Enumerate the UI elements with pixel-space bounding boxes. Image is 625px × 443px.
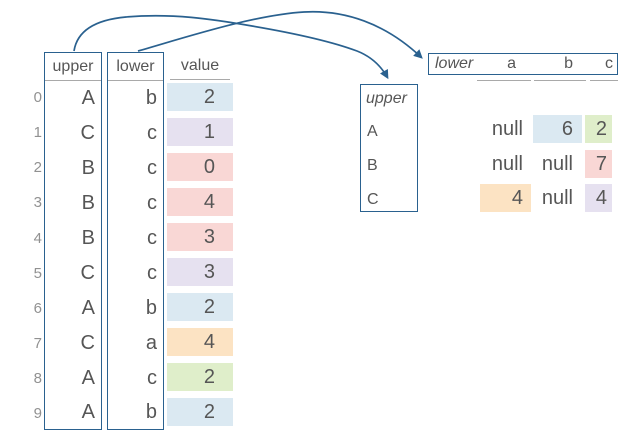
source-row-index: 9	[33, 405, 42, 423]
pivot-cell: 6	[533, 115, 582, 143]
source-lower-cell: b	[145, 401, 157, 424]
source-value-cell: 2	[167, 397, 233, 426]
source-value-row: 2	[167, 394, 233, 429]
source-value-cell: 0	[167, 153, 233, 182]
source-value-cells: 2 1 0 4 3 3 2 4 2 2	[167, 80, 233, 429]
source-lower-cell: c	[147, 261, 157, 284]
pivot-column-label-c: c	[605, 55, 613, 72]
source-value-cell: 2	[167, 362, 233, 391]
pivot-column-label-b: b	[564, 55, 573, 72]
source-value-cell: 2	[167, 293, 233, 322]
source-value-cell: 4	[167, 188, 233, 217]
pivot-cell: null	[541, 152, 573, 175]
pivot-cell: null	[541, 187, 573, 209]
source-lower-cell: c	[147, 121, 157, 144]
source-value-column: value 2 1 0 4 3 3 2 4 2 2	[167, 52, 233, 429]
pivot-index-label: A	[367, 123, 378, 140]
source-value-row: 0	[167, 150, 233, 185]
source-value-header: value	[170, 52, 230, 80]
pivot-cell: 4	[480, 184, 531, 212]
pivot-index-label: B	[367, 157, 378, 174]
source-lower-cell: b	[145, 296, 157, 319]
source-lower-cell: c	[147, 191, 157, 214]
pivot-column-label-a: a	[507, 55, 516, 72]
source-row-index: 2	[33, 159, 42, 177]
pivot-cell: 2	[585, 115, 612, 143]
source-lower-cell: c	[147, 226, 157, 249]
source-value-cell: 4	[167, 328, 233, 357]
source-value-cell: 2	[167, 83, 233, 112]
source-lower-cell: a	[145, 331, 157, 354]
source-row-index: 1	[33, 124, 42, 142]
source-upper-cell: C	[80, 261, 95, 284]
source-value-row: 2	[167, 80, 233, 115]
source-value-row: 4	[167, 185, 233, 220]
source-upper-header: upper	[45, 53, 101, 81]
source-upper-cell: A	[81, 296, 95, 319]
pivot-index-name: upper	[366, 90, 407, 107]
source-value-cell: 3	[167, 223, 233, 252]
pivot-index-label: C	[367, 191, 379, 208]
source-upper-cell: B	[81, 226, 95, 249]
source-row-index-column: 0 1 2 3 4 5 6 7 8 9	[6, 80, 42, 431]
source-row-index: 0	[33, 89, 42, 106]
source-row-index: 5	[33, 264, 42, 282]
pivot-cell: null	[491, 118, 523, 140]
source-row-index: 3	[33, 194, 42, 212]
pivot-cell: 4	[585, 184, 612, 212]
source-upper-cell: A	[81, 87, 95, 109]
source-value-row: 1	[167, 115, 233, 150]
source-value-row: 3	[167, 255, 233, 290]
source-upper-cell: A	[81, 401, 95, 424]
source-row-index: 7	[33, 334, 42, 352]
source-upper-cell: C	[80, 331, 95, 354]
source-lower-cell: c	[147, 156, 157, 179]
column-c-underline	[590, 80, 618, 81]
source-value-cell: 3	[167, 258, 233, 287]
source-value-row: 4	[167, 325, 233, 360]
column-b-underline	[534, 80, 586, 81]
source-lower-cell: b	[145, 87, 157, 109]
source-upper-cell: A	[81, 366, 95, 389]
source-row-index: 8	[33, 370, 42, 388]
source-row-index: 4	[33, 229, 42, 247]
pivot-columns-header-box: lower a b c	[428, 53, 618, 75]
source-value-cell: 1	[167, 118, 233, 147]
source-upper-cell: B	[81, 156, 95, 179]
pivot-cell: null	[491, 152, 523, 175]
source-lower-cell: c	[147, 366, 157, 389]
pivot-columns-name: lower	[435, 55, 474, 72]
arrow-lower-to-pivot-columns	[137, 10, 423, 59]
source-upper-cell: B	[81, 191, 95, 214]
source-row-index: 6	[33, 299, 42, 317]
column-a-underline	[477, 80, 531, 81]
source-upper-cell: C	[80, 121, 95, 144]
source-value-row: 3	[167, 220, 233, 255]
pivot-cell: 7	[585, 149, 612, 178]
source-lower-header: lower	[108, 53, 163, 81]
source-value-row: 2	[167, 360, 233, 395]
source-value-row: 2	[167, 290, 233, 325]
